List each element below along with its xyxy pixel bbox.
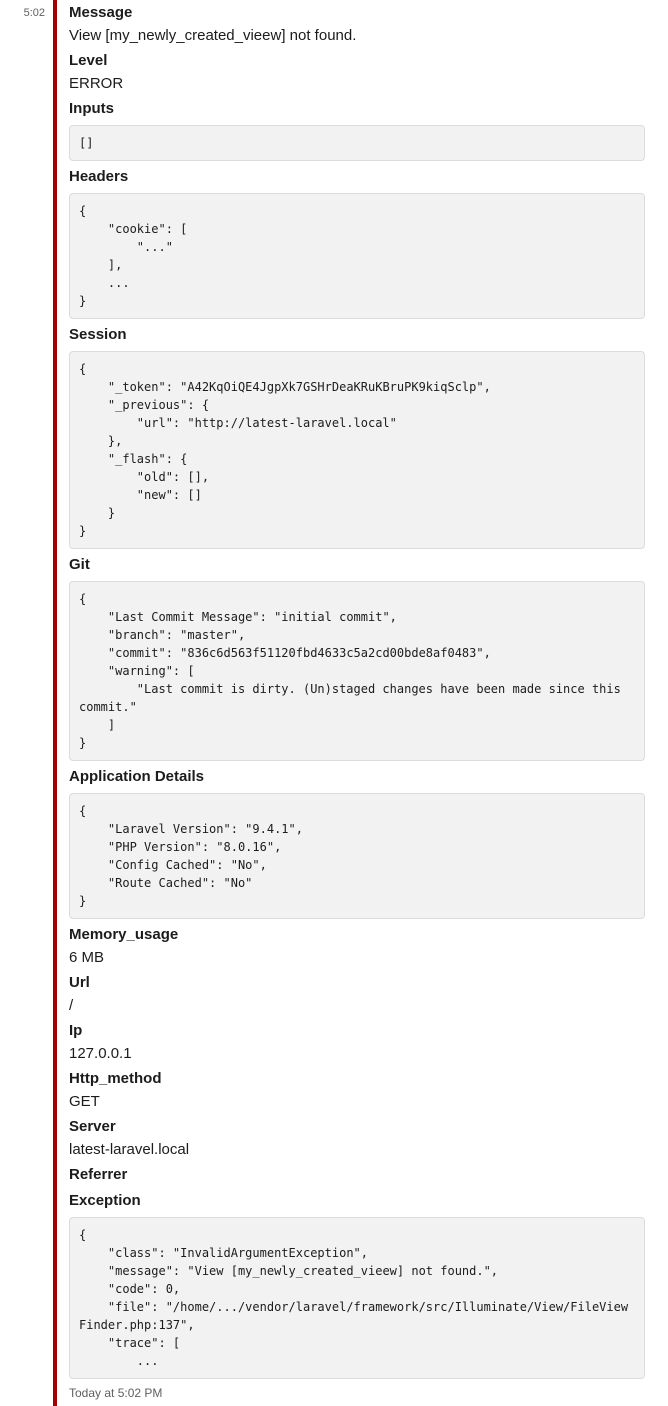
field-title-http-method: Http_method [69,1070,162,1087]
field-title-url: Url [69,974,90,991]
field-value-server: latest-laravel.local [69,1141,190,1158]
code-block-session: { "_token": "A42KqOiQE4JgpXk7GSHrDeaKRuK… [69,351,645,549]
field-title-session: Session [69,326,127,343]
field-title-message: Message [69,4,133,21]
field-title-headers: Headers [69,168,129,185]
attachment-footer-timestamp[interactable]: Today at 5:02 PM [69,1386,163,1400]
field-value-level: ERROR [69,75,124,92]
message-timestamp[interactable]: 5:02 [23,7,45,19]
field-value-http-method: GET [69,1093,100,1110]
field-value-ip: 127.0.0.1 [69,1045,132,1062]
code-block-inputs: [] [69,125,645,161]
field-title-application-details: Application Details [69,768,205,785]
attachment-color-bar [53,0,57,1406]
field-value-url: / [69,997,74,1014]
code-block-application-details: { "Laravel Version": "9.4.1", "PHP Versi… [69,793,645,919]
field-title-memory-usage: Memory_usage [69,926,179,943]
code-block-headers: { "cookie": [ "..." ], ... } [69,193,645,319]
field-title-git: Git [69,556,90,573]
field-title-referrer: Referrer [69,1166,128,1183]
field-value-message: View [my_newly_created_vieew] not found. [69,27,357,44]
code-block-git: { "Last Commit Message": "initial commit… [69,581,645,761]
field-title-ip: Ip [69,1022,83,1039]
field-title-exception: Exception [69,1192,141,1209]
field-title-inputs: Inputs [69,100,114,117]
attachment: Message View [my_newly_created_vieew] no… [69,3,645,1401]
code-block-exception: { "class": "InvalidArgumentException", "… [69,1217,645,1379]
field-title-level: Level [69,52,108,69]
field-value-memory-usage: 6 MB [69,949,105,966]
field-title-server: Server [69,1118,116,1135]
